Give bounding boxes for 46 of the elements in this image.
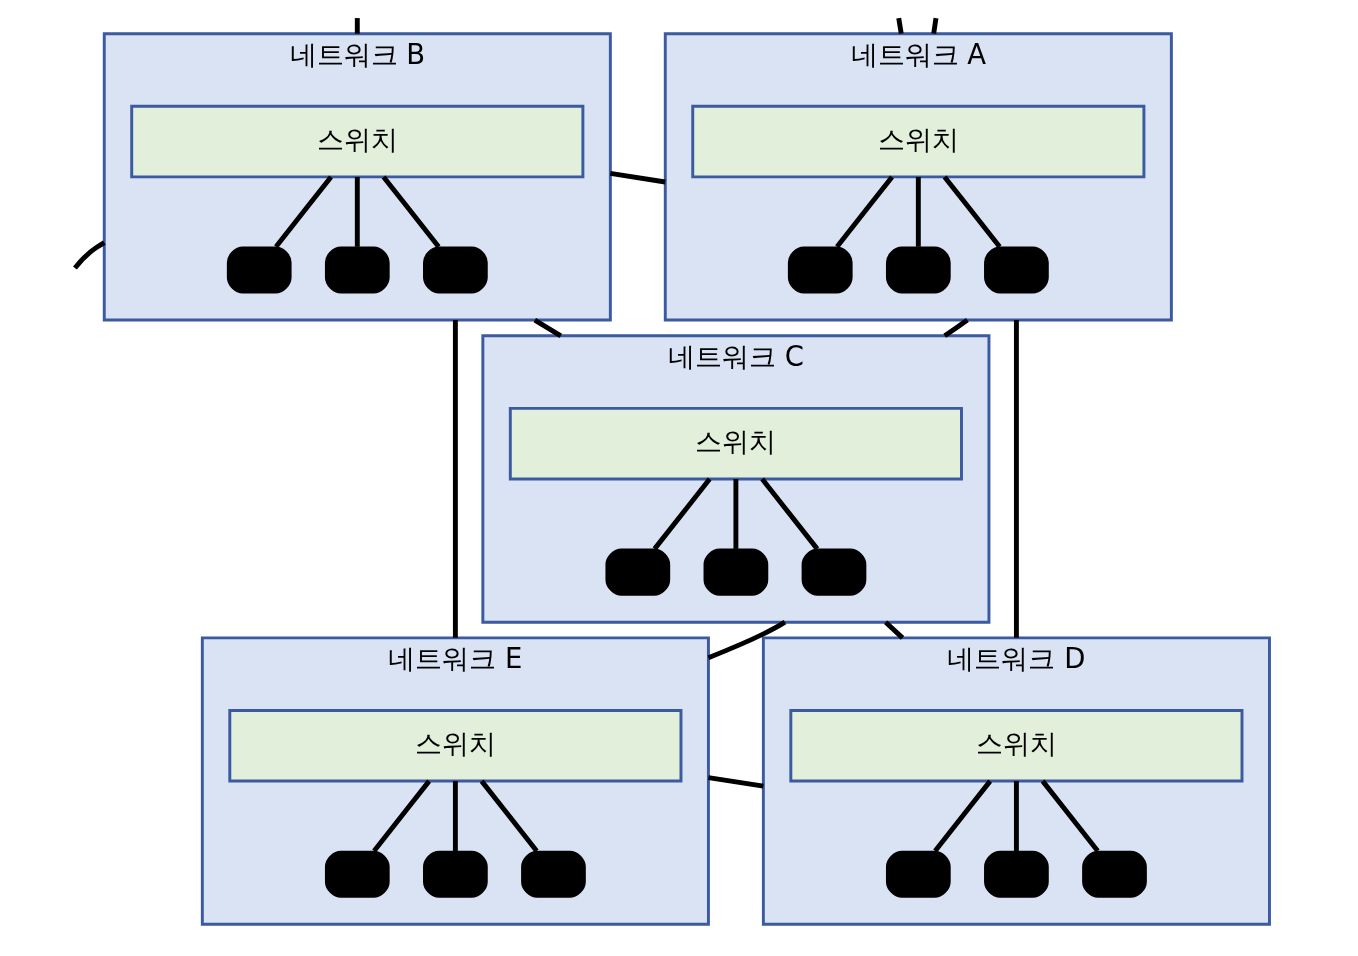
node-computer <box>422 246 488 294</box>
connector <box>371 779 431 853</box>
connector <box>930 17 938 35</box>
connector <box>915 176 921 247</box>
connector <box>895 17 904 35</box>
connector <box>354 176 360 247</box>
connector <box>609 171 666 185</box>
node-computer <box>324 246 390 294</box>
node-computer <box>703 548 768 596</box>
connector <box>452 320 458 638</box>
node-computer <box>885 246 951 294</box>
connector <box>381 175 440 249</box>
node-computer <box>983 850 1049 898</box>
node-computer <box>787 246 853 294</box>
connector <box>942 318 969 338</box>
connector <box>533 318 562 338</box>
node-computer <box>885 850 951 898</box>
node-computer <box>520 850 586 898</box>
node-computer <box>422 850 488 898</box>
connector <box>479 779 539 853</box>
node-computer <box>604 548 670 596</box>
node-box: 스위치 <box>508 406 963 481</box>
connector <box>942 175 1002 249</box>
connector <box>452 781 458 851</box>
connector <box>1040 779 1100 853</box>
connector <box>652 477 712 551</box>
node-computer <box>983 246 1049 294</box>
node-box: 스위치 <box>129 104 584 179</box>
connector <box>732 479 738 549</box>
connector <box>1013 320 1019 638</box>
node-box: 스위치 <box>788 709 1243 783</box>
connector <box>72 240 106 270</box>
node-computer <box>801 548 866 596</box>
connector <box>883 620 904 640</box>
node-box: 스위치 <box>690 104 1145 179</box>
connector <box>932 779 992 853</box>
node-computer <box>324 850 390 898</box>
connector <box>759 477 819 551</box>
node-computer <box>1081 850 1147 898</box>
connector <box>354 18 360 34</box>
connector <box>273 175 333 249</box>
connector <box>707 775 764 789</box>
connector <box>834 175 894 249</box>
connector <box>1013 781 1019 851</box>
node-box: 스위치 <box>227 709 682 783</box>
node-computer <box>226 246 292 294</box>
